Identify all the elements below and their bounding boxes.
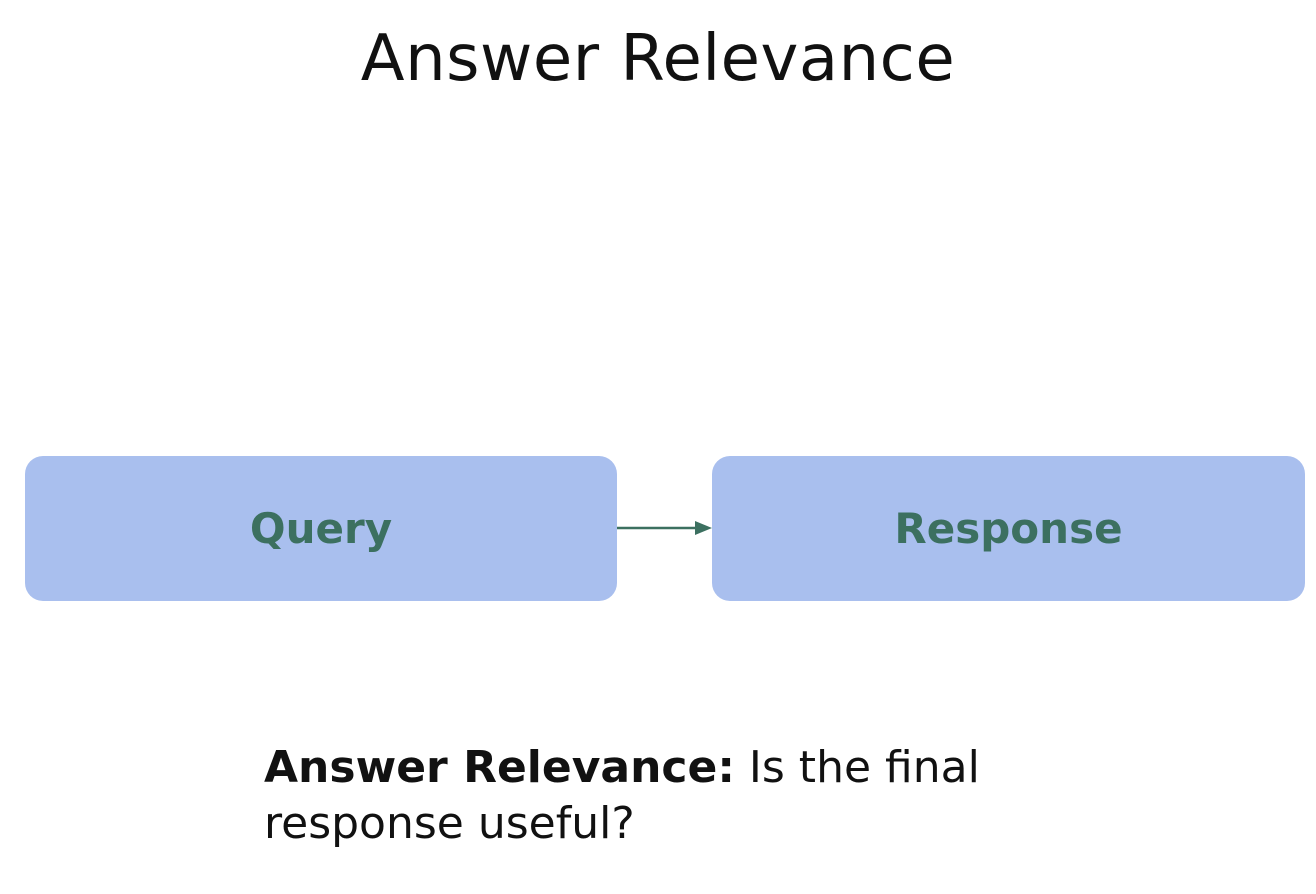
response-node-label: Response — [894, 504, 1123, 553]
diagram-title: Answer Relevance — [360, 22, 956, 96]
query-to-response-arrow — [617, 521, 712, 535]
query-node-label: Query — [249, 504, 393, 553]
query-node: Query — [25, 456, 617, 601]
caption-term: Answer Relevance: — [264, 742, 735, 793]
caption-text: Is the final response useful? — [264, 742, 980, 849]
response-node: Response — [712, 456, 1305, 601]
definition-caption: Answer Relevance: Is the final response … — [264, 740, 1164, 852]
arrow-head — [695, 521, 712, 535]
